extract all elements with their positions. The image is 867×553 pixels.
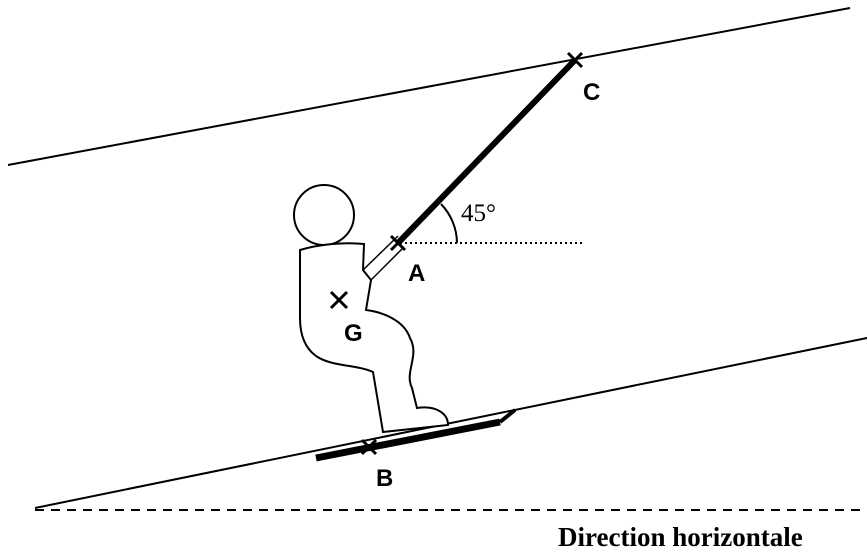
tow-rope [395, 57, 578, 246]
point-c-marker [566, 51, 584, 69]
point-a-marker [389, 234, 407, 252]
horizontal-direction-caption: Direction horizontale [558, 522, 803, 552]
skier-arm-top [362, 235, 399, 271]
angle-arc [440, 203, 458, 244]
ski [315, 418, 501, 462]
point-g-label: G [344, 320, 363, 347]
skier-body [299, 242, 450, 434]
lower-slope-line [34, 337, 867, 509]
point-b-marker [360, 438, 378, 456]
point-a-label: A [408, 260, 425, 287]
point-g-marker [329, 290, 349, 310]
ski-tip [498, 408, 517, 424]
skier-arm-bottom [370, 248, 403, 281]
upper-slope-line [7, 7, 851, 166]
angle-label: 45° [461, 200, 496, 227]
point-c-label: C [583, 79, 600, 106]
skier-head [293, 184, 355, 246]
point-b-label: B [376, 465, 393, 492]
